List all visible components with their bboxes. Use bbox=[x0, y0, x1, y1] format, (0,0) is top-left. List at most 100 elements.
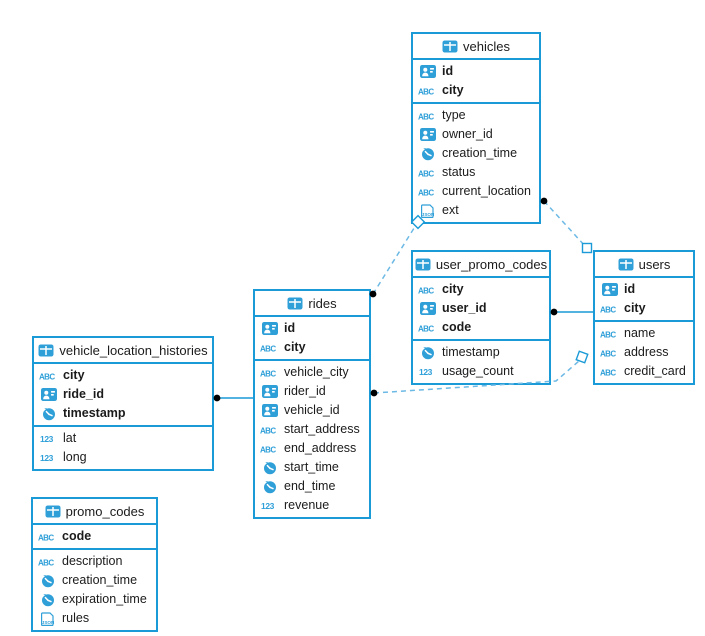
column-name: start_address bbox=[284, 422, 360, 436]
column-name: id bbox=[624, 282, 636, 296]
column-name: id bbox=[284, 321, 296, 335]
primary-key-row-id[interactable]: id bbox=[595, 280, 693, 299]
primary-key-row-id[interactable]: id bbox=[413, 62, 539, 81]
primary-key-row-timestamp[interactable]: timestamp bbox=[34, 404, 212, 423]
table-icon bbox=[38, 344, 54, 357]
column-row-expiration_time[interactable]: expiration_time bbox=[33, 590, 156, 609]
text-type-icon: ABC bbox=[418, 111, 437, 121]
primary-key-row-code[interactable]: ABC code bbox=[413, 318, 549, 337]
table-header[interactable]: users bbox=[595, 252, 693, 278]
table-icon bbox=[45, 505, 61, 518]
relation-vehicles-to-users[interactable] bbox=[543, 200, 586, 247]
column-name: status bbox=[442, 165, 476, 179]
svg-text:ABC: ABC bbox=[600, 368, 616, 377]
table-name: vehicles bbox=[463, 38, 510, 54]
column-name: code bbox=[442, 320, 472, 334]
number-type-icon: 123 bbox=[418, 366, 437, 377]
column-row-timestamp[interactable]: timestamp bbox=[413, 343, 549, 362]
table-header[interactable]: vehicle_location_histories bbox=[34, 338, 212, 364]
table-promo_codes[interactable]: promo_codes ABC code ABC description creati… bbox=[31, 497, 158, 632]
table-header[interactable]: promo_codes bbox=[33, 499, 156, 525]
column-name: city bbox=[624, 301, 646, 315]
relation-endpoint-square bbox=[581, 242, 593, 254]
text-type-icon: ABC bbox=[260, 425, 279, 435]
column-row-creation_time[interactable]: creation_time bbox=[413, 144, 539, 163]
column-row-owner_id[interactable]: owner_id bbox=[413, 125, 539, 144]
column-row-description[interactable]: ABC description bbox=[33, 552, 156, 571]
primary-key-row-id[interactable]: id bbox=[255, 319, 369, 338]
svg-text:ABC: ABC bbox=[260, 445, 276, 454]
column-name: end_time bbox=[284, 479, 336, 493]
column-name: rules bbox=[62, 611, 90, 625]
column-row-rider_id[interactable]: rider_id bbox=[255, 382, 369, 401]
column-name: lat bbox=[63, 431, 77, 445]
column-name: description bbox=[62, 554, 123, 568]
columns-section: ABC description creation_time expiration_ti… bbox=[33, 550, 156, 630]
time-type-icon bbox=[39, 406, 58, 421]
svg-text:ABC: ABC bbox=[418, 324, 434, 333]
table-header[interactable]: rides bbox=[255, 291, 369, 317]
relation-endpoint-dot bbox=[540, 197, 548, 205]
text-type-icon: ABC bbox=[418, 168, 437, 178]
primary-key-row-code[interactable]: ABC code bbox=[33, 527, 156, 546]
text-type-icon: ABC bbox=[260, 343, 279, 353]
relation-endpoint-square bbox=[575, 350, 589, 364]
table-header[interactable]: user_promo_codes bbox=[413, 252, 549, 278]
relation-rides-to-vehicles[interactable] bbox=[372, 224, 417, 295]
table-header[interactable]: vehicles bbox=[413, 34, 539, 60]
primary-key-row-ride_id[interactable]: ride_id bbox=[34, 385, 212, 404]
column-name: timestamp bbox=[442, 345, 500, 359]
primary-key-row-user_id[interactable]: user_id bbox=[413, 299, 549, 318]
column-row-start_address[interactable]: ABC start_address bbox=[255, 420, 369, 439]
column-row-status[interactable]: ABC status bbox=[413, 163, 539, 182]
table-name: rides bbox=[308, 295, 337, 311]
uuid-type-icon bbox=[260, 385, 279, 398]
column-row-creation_time[interactable]: creation_time bbox=[33, 571, 156, 590]
column-name: creation_time bbox=[442, 146, 518, 160]
column-row-start_time[interactable]: start_time bbox=[255, 458, 369, 477]
uuid-type-icon bbox=[418, 128, 437, 141]
svg-text:ABC: ABC bbox=[418, 87, 434, 96]
time-type-icon bbox=[418, 146, 437, 161]
text-type-icon: ABC bbox=[38, 557, 57, 567]
column-name: name bbox=[624, 326, 656, 340]
svg-text:ABC: ABC bbox=[38, 533, 54, 542]
column-name: user_id bbox=[442, 301, 487, 315]
table-name: vehicle_location_histories bbox=[59, 342, 208, 358]
column-name: code bbox=[62, 529, 92, 543]
column-name: expiration_time bbox=[62, 592, 147, 606]
json-type-icon: JSON bbox=[418, 203, 437, 218]
column-row-vehicle_id[interactable]: vehicle_id bbox=[255, 401, 369, 420]
svg-text:123: 123 bbox=[261, 501, 275, 511]
table-icon bbox=[618, 258, 634, 271]
svg-text:ABC: ABC bbox=[418, 112, 434, 121]
column-row-lat[interactable]: 123 lat bbox=[34, 429, 212, 448]
svg-text:123: 123 bbox=[40, 434, 54, 444]
column-row-end_time[interactable]: end_time bbox=[255, 477, 369, 496]
